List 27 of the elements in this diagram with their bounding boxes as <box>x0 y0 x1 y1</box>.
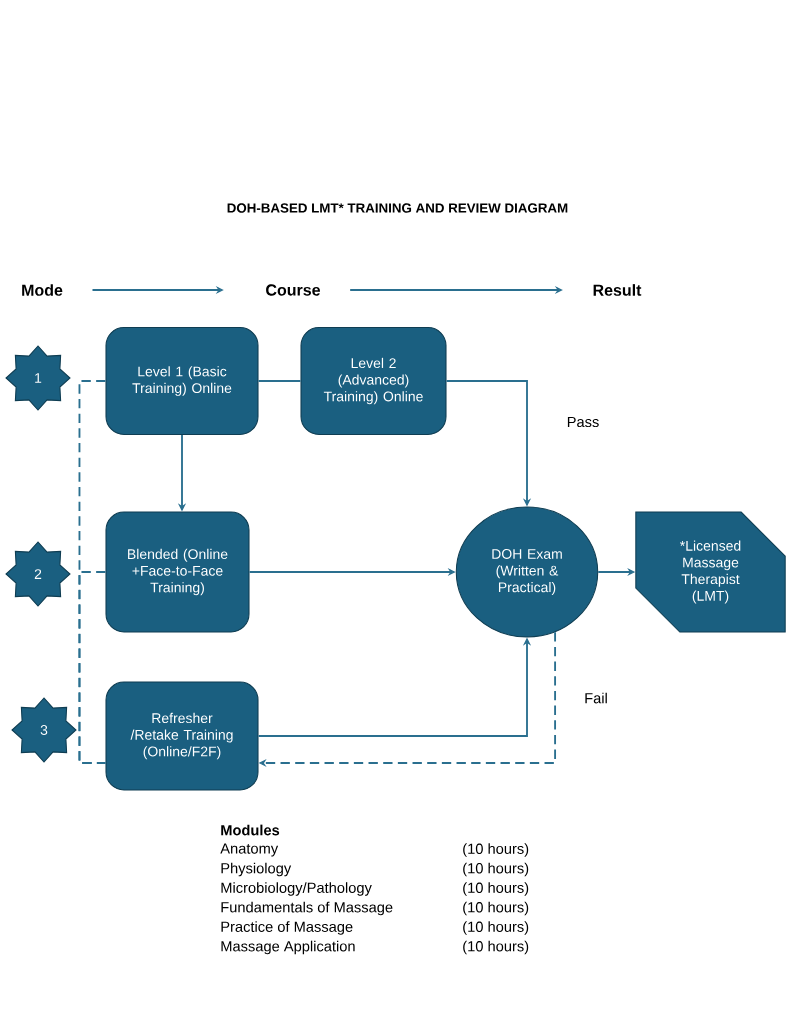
module-name: Anatomy <box>220 843 279 857</box>
module-hours: (10 hours) <box>463 862 529 877</box>
module-hours: (10 hours) <box>463 940 529 955</box>
result-box: *Licensed Massage Therapist (LMT) <box>635 511 786 633</box>
process-box: Level 1 (Basic Training) Online <box>105 326 259 436</box>
star-badge: 1 <box>5 345 71 411</box>
table-heading: Modules <box>221 824 280 836</box>
module-name: Massage Application <box>221 940 355 955</box>
module-name: Microbiology/Pathology <box>221 882 372 896</box>
module-hours: (10 hours) <box>463 921 529 935</box>
star-badge: 2 <box>5 541 71 607</box>
process-box: Level 2 (Advanced) Training) Online <box>300 326 447 436</box>
module-hours: (10 hours) <box>463 843 529 857</box>
process-box: Blended (Online +Face-to-Face Training) <box>105 511 250 633</box>
module-hours: (10 hours) <box>463 882 529 896</box>
star-badge: 3 <box>11 697 77 763</box>
module-name: Practice of Massage <box>221 921 353 935</box>
process-box: Refresher /Retake Training (Online/F2F) <box>105 681 259 791</box>
column-heading: Course <box>266 284 320 296</box>
edge-label: Fail <box>582 691 610 705</box>
column-heading: Result <box>593 284 642 296</box>
module-name: Fundamentals of Massage <box>221 901 393 916</box>
edge-label: Pass <box>565 415 601 429</box>
module-name: Physiology <box>221 862 292 877</box>
module-hours: (10 hours) <box>463 901 529 916</box>
title: DOH-BASED LMT* TRAINING AND REVIEW DIAGRAM <box>227 203 568 213</box>
column-heading: Mode <box>22 284 63 296</box>
